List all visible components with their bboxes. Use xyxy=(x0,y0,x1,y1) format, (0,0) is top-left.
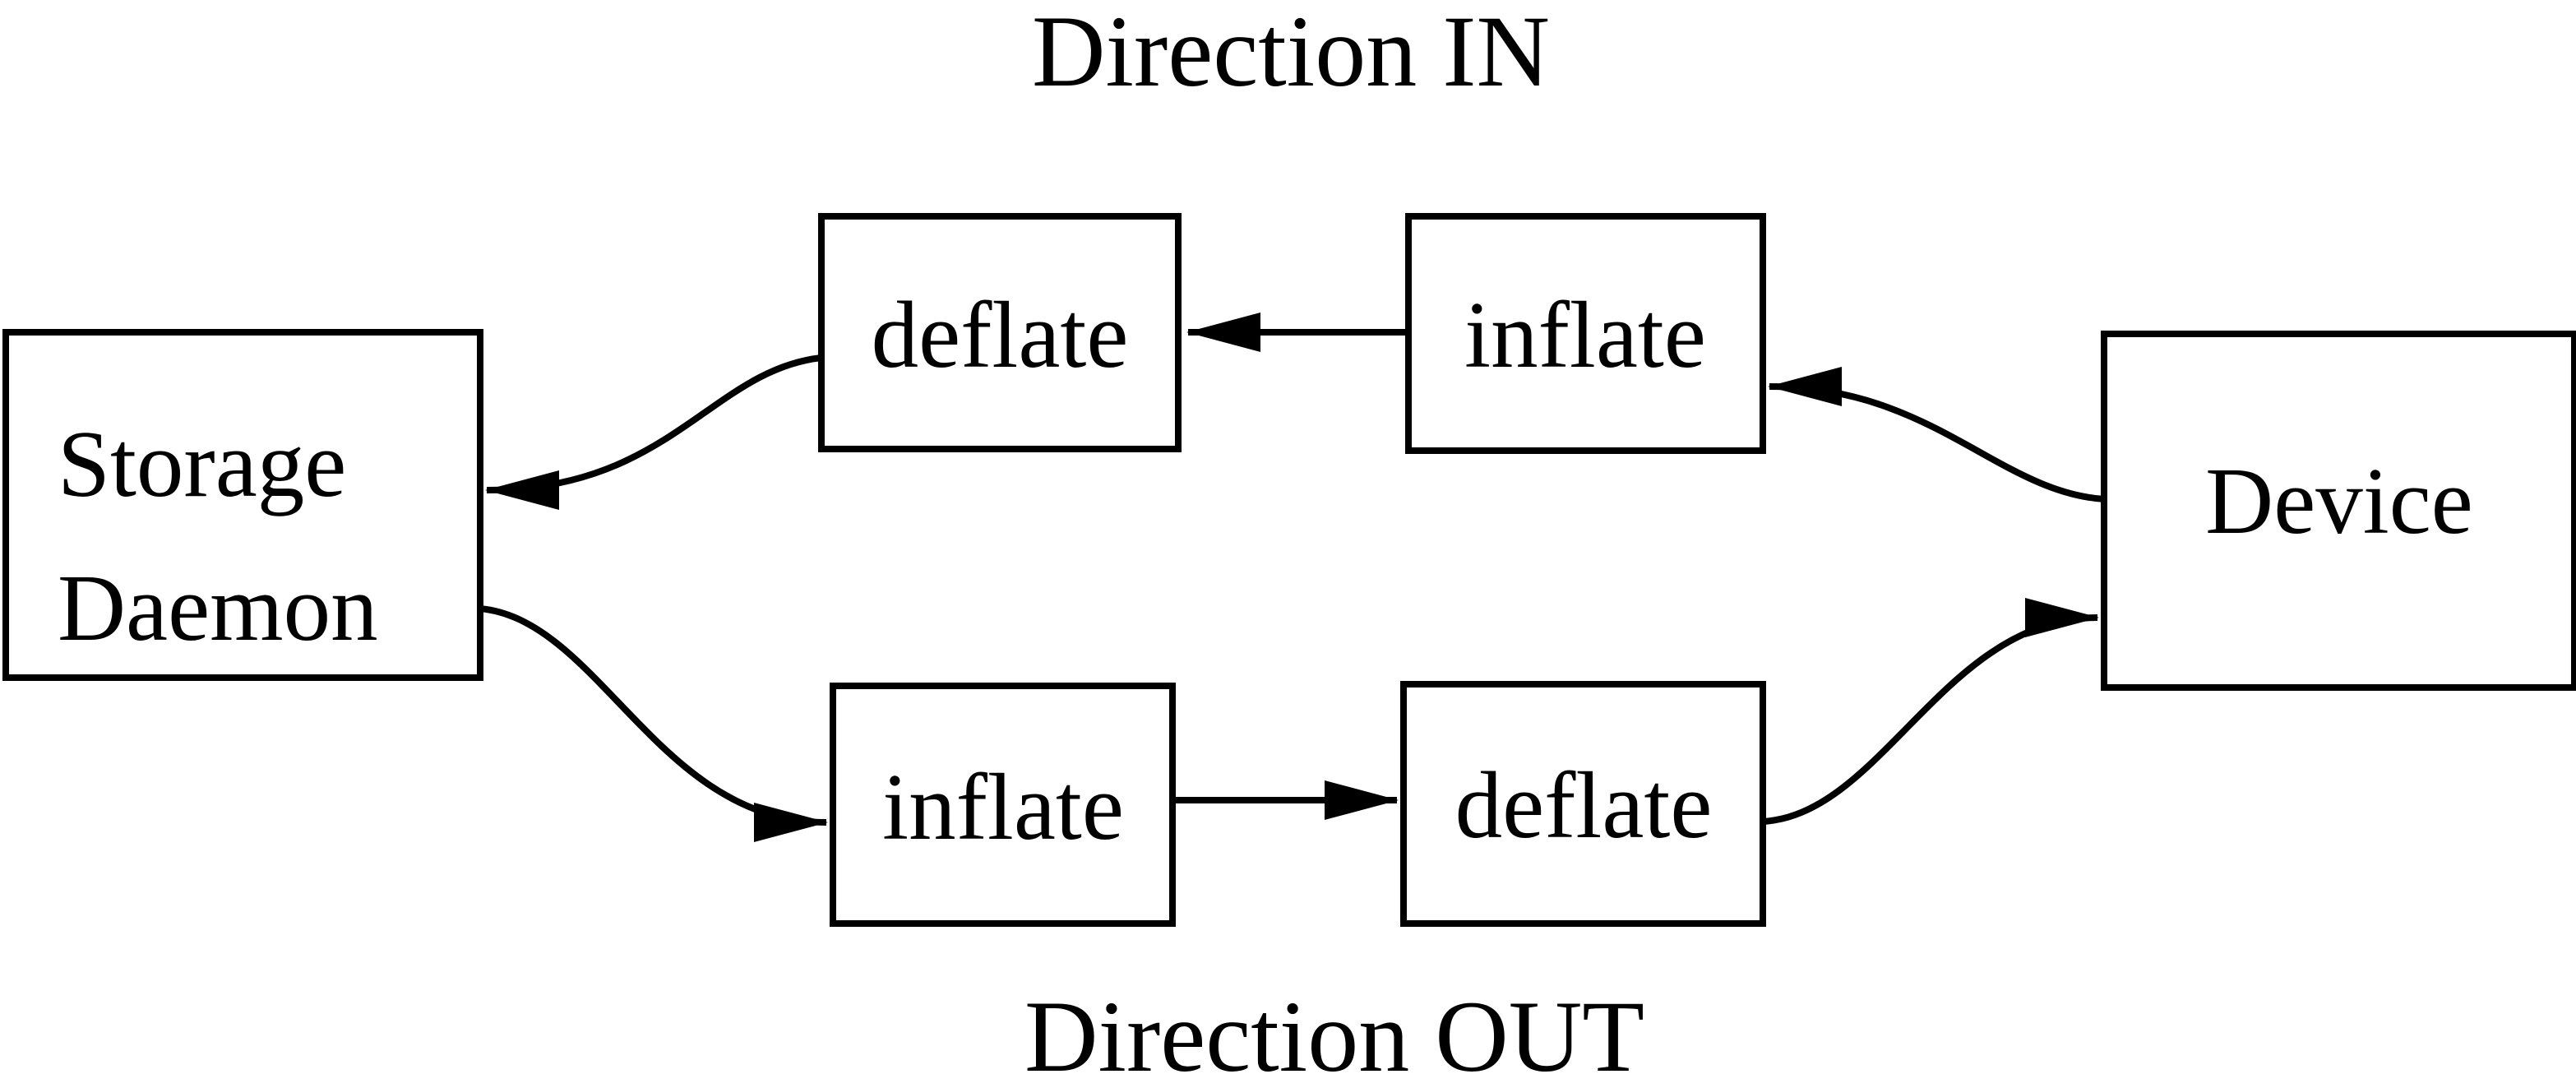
device-node: Device xyxy=(2101,331,2576,691)
deflate-in-box xyxy=(818,213,1182,452)
deflate-in-label: deflate xyxy=(872,283,1129,387)
deflate-out-box xyxy=(1400,681,1766,927)
inflate-out-label: inflate xyxy=(882,755,1124,859)
storage-daemon-node: Storage Daemon xyxy=(2,329,483,681)
inflate-in-label: inflate xyxy=(1464,283,1706,387)
inflate-in-box xyxy=(1405,213,1766,454)
deflate-in-node: deflate xyxy=(818,213,1182,452)
edge-device-to-inflate-in xyxy=(1768,367,2105,502)
inflate-in-node: inflate xyxy=(1405,213,1766,454)
edge-storage-daemon-to-inflate-out xyxy=(479,605,828,842)
inflate-out-box xyxy=(830,683,1176,927)
device-label: Device xyxy=(2205,449,2473,553)
edge-deflate-in-to-storage-daemon xyxy=(485,354,822,510)
device-box xyxy=(2101,331,2576,691)
deflate-out-label: deflate xyxy=(1455,753,1713,858)
storage-daemon-label-line1: Storage xyxy=(58,412,346,516)
storage-daemon-box xyxy=(2,329,483,681)
direction-in-title: Direction IN xyxy=(1032,0,1550,108)
storage-daemon-label-line2: Daemon xyxy=(58,556,378,660)
inflate-out-node: inflate xyxy=(830,683,1176,927)
deflate-out-node: deflate xyxy=(1400,681,1766,927)
edge-deflate-out-to-device xyxy=(1762,598,2099,825)
direction-out-title: Direction OUT xyxy=(1024,980,1644,1088)
